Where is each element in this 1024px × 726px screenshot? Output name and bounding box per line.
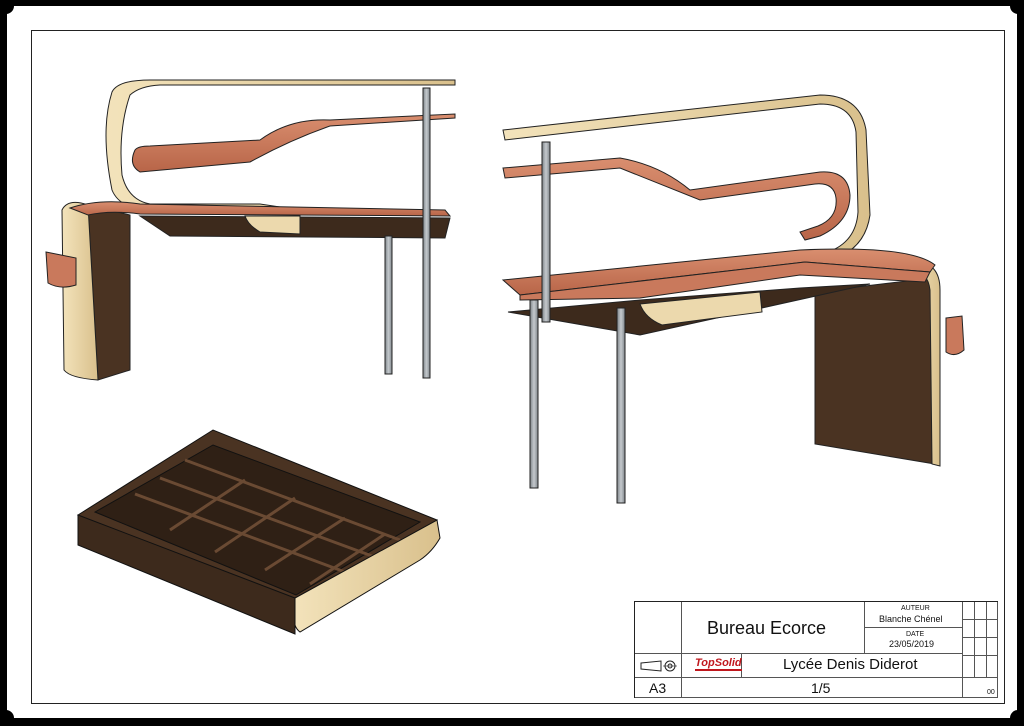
date-value: 23/05/2019 <box>889 639 935 649</box>
drawer-tray-view <box>76 429 441 635</box>
revision-index: 00 <box>987 689 995 696</box>
desk-view-left <box>45 79 456 381</box>
title-block: Bureau Ecorce AUTEUR Blanche Chénel DATE… <box>634 601 998 698</box>
corner-mark <box>1010 710 1024 726</box>
date-label: DATE <box>906 631 925 638</box>
corner-mark <box>0 710 14 726</box>
school-name: Lycée Denis Diderot <box>783 656 918 673</box>
sheet-number: 1/5 <box>811 680 831 696</box>
drawing-frame <box>31 30 1005 704</box>
first-angle-projection-icon <box>639 658 679 674</box>
desk-view-right <box>501 94 965 504</box>
corner-mark <box>1010 0 1024 14</box>
corner-mark <box>0 0 14 14</box>
paper-format: A3 <box>649 680 667 696</box>
topsolid-logo: TopSolid <box>695 657 742 671</box>
project-title: Bureau Ecorce <box>707 618 827 638</box>
author-label: AUTEUR <box>901 605 930 612</box>
author-name: Blanche Chénel <box>879 614 943 624</box>
